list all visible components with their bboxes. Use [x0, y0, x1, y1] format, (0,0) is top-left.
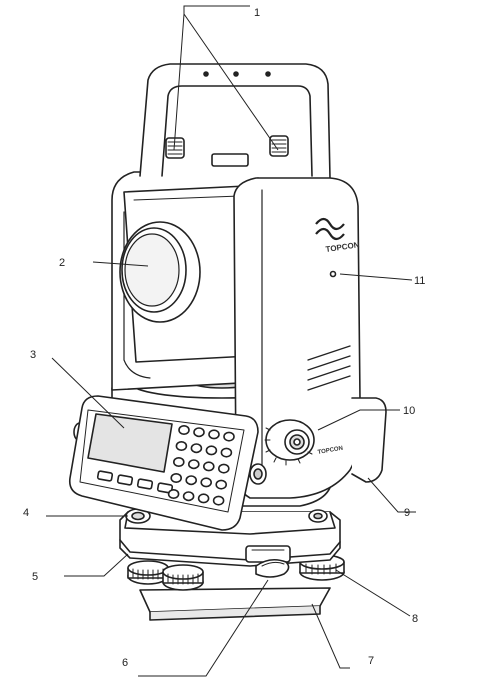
objective-lens [119, 221, 201, 323]
leader-2 [92, 261, 149, 267]
base-plate [139, 587, 331, 621]
keypad-key [175, 440, 188, 451]
keypad-key [205, 445, 218, 456]
callout-8: 8 [412, 613, 418, 625]
leader-3 [51, 357, 125, 429]
soft-keys [96, 470, 174, 494]
keypad-key [215, 479, 227, 490]
carrying-handle [139, 63, 331, 179]
callout-7: 7 [368, 655, 374, 667]
leader-9 [367, 477, 416, 513]
leader-11 [339, 273, 413, 281]
keypad-key [188, 459, 200, 470]
battery [351, 397, 387, 483]
leader-10 [317, 409, 400, 431]
keypad-key [170, 472, 182, 483]
callout-6: 6 [122, 657, 128, 669]
leader-6 [138, 579, 269, 677]
leader-7 [311, 603, 350, 669]
keypad-key [223, 431, 235, 442]
tribrach-knob-right [308, 509, 328, 523]
callout-9: 9 [404, 507, 410, 519]
leader-5 [64, 553, 129, 577]
leader-lines [46, 5, 416, 677]
keypad-key [197, 493, 210, 504]
callout-labels: 1 2 3 4 5 6 7 8 9 10 11 [23, 7, 425, 669]
keypad [167, 424, 235, 506]
keypad-key [185, 475, 197, 486]
keypad-key [200, 477, 212, 488]
leader-8 [335, 569, 411, 617]
callout-10: 10 [403, 405, 415, 417]
brand-logo-lower: TOPCON [317, 446, 343, 456]
clamp-knob-lower [249, 463, 267, 485]
keypad-key [173, 456, 185, 467]
tangent-screw [264, 419, 315, 466]
leveling-screw-left [127, 560, 169, 585]
keypad-key [212, 495, 225, 506]
callout-11: 11 [414, 275, 425, 287]
callout-5: 5 [32, 571, 38, 583]
keypad-key [182, 491, 195, 502]
keypad-key [190, 443, 203, 454]
keypad-key [218, 463, 230, 474]
keypad-key [208, 429, 220, 440]
leader-1 [173, 5, 279, 151]
callout-2: 2 [59, 257, 65, 269]
brand-logo-lower-text: TOPCON [317, 446, 343, 456]
keypad-key [167, 488, 180, 499]
keypad-key [178, 424, 190, 435]
keypad-key [203, 461, 215, 472]
callout-4: 4 [23, 507, 29, 519]
callout-3: 3 [30, 349, 36, 361]
keypad-key [220, 447, 233, 458]
leveling-screw-center [162, 564, 204, 591]
keypad-key [193, 427, 205, 438]
callout-1: 1 [254, 7, 260, 19]
display-screen [87, 413, 173, 473]
